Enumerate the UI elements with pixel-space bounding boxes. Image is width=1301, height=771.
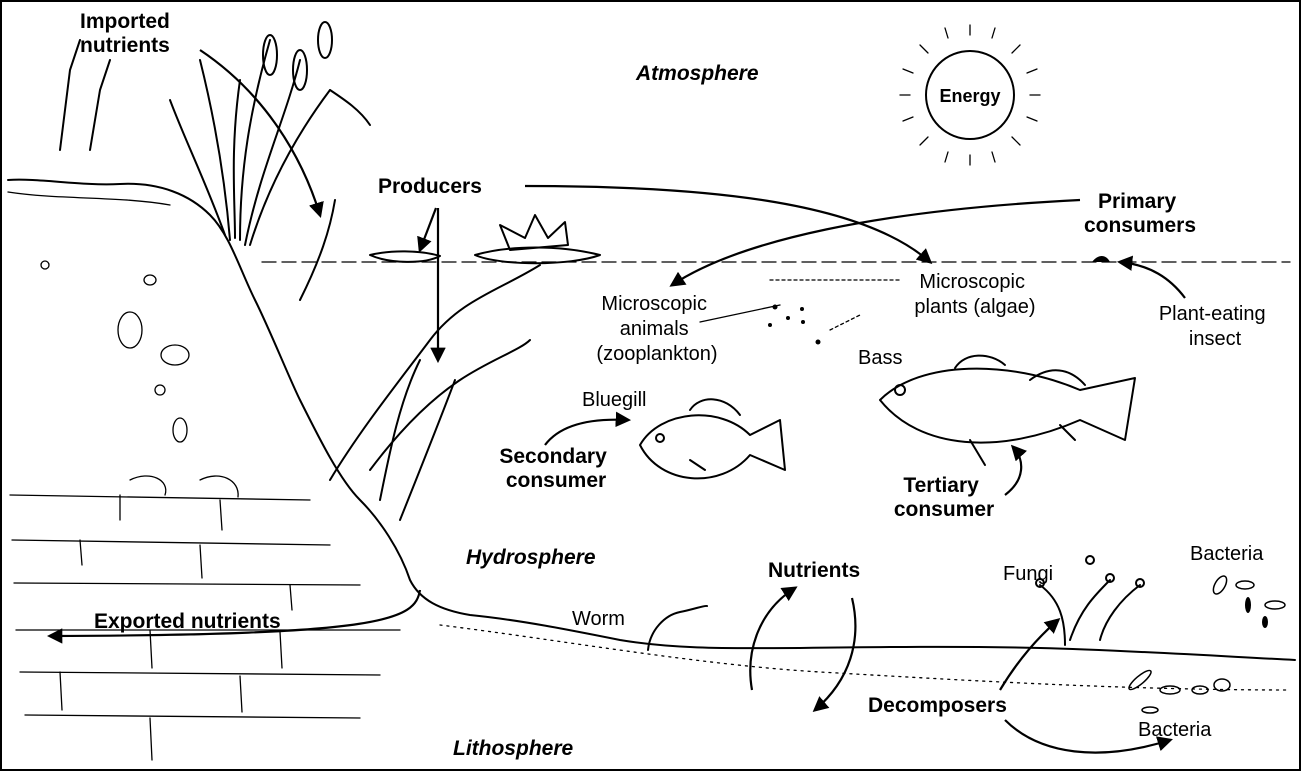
soil-stones [41,261,189,442]
lithosphere-label: Lithosphere [453,737,573,760]
bluegill-label: Bluegill [582,389,646,411]
bass-label: Bass [858,347,902,369]
secondary-arrow [545,420,628,445]
bluegill-fish-icon [640,399,785,478]
nutrients-label: Nutrients [768,559,860,582]
producers-to-algae-arrow [525,186,930,262]
insect-label-arrow [1120,262,1185,298]
bacteria-top-label: Bacteria [1190,543,1264,565]
energy-label: Energy [939,86,1000,106]
nutrients-cycle-arrow-down [815,598,855,710]
worm-icon [648,606,707,650]
microscopic-animals-label: Microscopic animals (zooplankton) [596,293,717,365]
bacteria-icon [1127,574,1285,713]
tertiary-consumer-label: Tertiary consumer [894,474,994,521]
worm-label: Worm [572,608,625,630]
nutrients-cycle-arrow-up [750,588,795,690]
producers-label: Producers [378,175,482,198]
hydrosphere-label: Hydrosphere [466,546,596,569]
secondary-consumer-label: Secondary consumer [499,445,612,492]
microscopic-plants-label: Microscopic plants (algae) [914,271,1035,318]
plankton [700,280,900,345]
plant-eating-insect-label: Plant-eating insect [1159,303,1271,350]
bacteria-bottom-label: Bacteria [1138,719,1212,741]
bass-fish-icon [880,356,1135,465]
shore-plants [60,22,370,300]
insect-icon [1092,256,1110,262]
producers-arrow-1 [420,208,436,250]
atmosphere-label: Atmosphere [635,62,759,85]
tertiary-arrow [1005,447,1021,495]
lily-pads [370,215,600,263]
decomposers-to-fungi-arrow [1000,620,1058,690]
exported-nutrients-label: Exported nutrients [94,610,281,633]
soil-surface [8,192,170,205]
primary-consumers-label: Primary consumers [1084,190,1196,237]
imported-nutrients-label: Imported nutrients [80,10,176,57]
fungi-label: Fungi [1003,563,1053,585]
sediment [440,625,1290,690]
decomposers-label: Decomposers [868,694,1007,717]
